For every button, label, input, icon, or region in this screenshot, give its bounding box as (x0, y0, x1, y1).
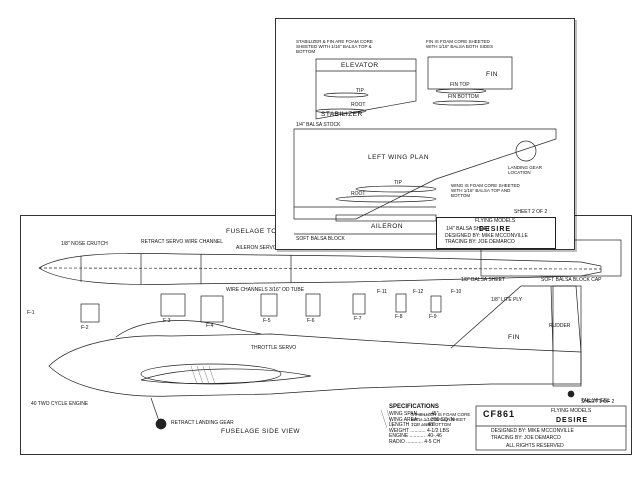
note-retract-servo: RETRACT SERVO WIRE CHANNEL (141, 239, 224, 245)
spec-row: WING AREA ........ 380 SQ IN (389, 416, 455, 423)
note-stabilizer: STABILIZER IS FOAM CORE WITH 1/16" BALSA… (411, 412, 471, 428)
fuselage-drawing (38, 239, 627, 451)
spec-row: LENGTH ........... 48" (389, 422, 435, 428)
stabilizer-label: STABILIZER (321, 111, 363, 118)
title-designer: DESIGNED BY: MIKE McCONVILLE (491, 428, 574, 434)
former-f1: F-1 (27, 310, 35, 316)
title-sheet: SHEET 1 OF 2 (581, 399, 615, 405)
former-f5: F-5 (263, 318, 271, 324)
spec-row: WING SPAN ........ 45" (389, 411, 439, 417)
note-retract-gear: RETRACT LANDING GEAR (171, 420, 234, 426)
note-wire-channels: WIRE CHANNELS 3/16" OD TUBE (226, 287, 305, 293)
title2-designer: DESIGNED BY: MIKE McCONVILLE (445, 233, 528, 239)
wing-root-label: ROOT (351, 191, 366, 197)
plan-number: CF861 (483, 409, 516, 419)
note-nose-crutch: 1/8" NOSE CRUTCH (61, 241, 108, 247)
note-throttle-servo: THROTTLE SERVO (251, 345, 297, 351)
fin-outline (427, 56, 513, 90)
former-f12: F-12 (413, 289, 424, 295)
elevator-label: ELEVATOR (341, 62, 379, 69)
fin-label: FIN (486, 71, 498, 78)
note-engine: 40 TWO CYCLE ENGINE (31, 401, 89, 407)
fin-outline (450, 285, 582, 353)
note-fin: FIN IS FOAM CORE SHEETED WITH 1/16" BALS… (426, 39, 494, 50)
note-lite-ply: 1/8" LITE PLY (491, 297, 523, 303)
rudder-label: RUDDER (549, 323, 571, 329)
top-view-label: FUSELAGE TOP VIEW (226, 228, 303, 235)
stab-root-label: ROOT (351, 102, 366, 108)
former-f11: F-11 (377, 289, 387, 295)
title-block-2: FLYING MODELS DESIRE DESIGNED BY: MIKE M… (436, 217, 556, 249)
wing-plan-label: LEFT WING PLAN (368, 154, 430, 161)
note-balsa-sheet: 1/4" BALSA SHEET (446, 226, 491, 232)
wing-tip-label: TIP (394, 180, 402, 186)
former-f4: F-4 (206, 323, 214, 329)
title2-sheet: SHEET 2 OF 2 (514, 209, 548, 215)
wing-outline (293, 128, 557, 220)
side-view-outline (48, 333, 582, 397)
stabilizer-outline (315, 58, 417, 120)
note-balsa-stock: 1/4" BALSA STOCK (296, 122, 341, 128)
former-f10: F-10 (451, 289, 462, 295)
spec-row: WEIGHT ........... 4-1/2 LBS (389, 427, 450, 434)
specifications-list: WING SPAN ........ 45" WING AREA .......… (389, 411, 455, 445)
former-f7: F-7 (354, 316, 362, 322)
aileron-label: AILERON (371, 223, 404, 230)
former-f9: F-9 (429, 314, 437, 320)
title-tracer: TRACING BY: JOE DeMARCO (491, 435, 561, 441)
specifications-heading: SPECIFICATIONS (389, 404, 439, 410)
title2-brand: FLYING MODELS (475, 218, 516, 224)
side-view-label: FUSELAGE SIDE VIEW (221, 428, 301, 435)
former-f3: F-3 (163, 318, 171, 324)
fin-label: FIN (508, 334, 520, 341)
note-stab: STABILIZER & FIN ARE FOAM CORE SHEETED W… (296, 39, 373, 55)
former-f8: F-8 (395, 314, 403, 320)
spec-row: ENGINE ........... .40-.46 (389, 433, 442, 439)
note-soft-balsa: SOFT BALSA BLOCK (296, 236, 345, 242)
wing-tail-drawing (293, 56, 557, 235)
former-f6: F-6 (307, 318, 315, 324)
former-f2: F-2 (81, 325, 89, 331)
title2-name: DESIRE (479, 226, 512, 233)
note-tail-wheel: TAIL WHEEL (581, 398, 611, 404)
landing-gear-label: LANDING GEAR LOCATION (508, 165, 543, 176)
note-soft-balsa: SOFT BALSA BLOCK CAP (541, 277, 602, 283)
note-wing: WING IS FOAM CORE SHEETED WITH 1/16" BAL… (451, 183, 520, 199)
spec-row: RADIO ............ 4-5 CH (389, 438, 441, 445)
note-balsa-sheet: 1/8" BALSA SHEET (461, 277, 506, 283)
title-rights: ALL RIGHTS RESERVED (506, 443, 564, 449)
plan-sheet-1: FUSELAGE TOP VIEW FUSELAGE SIDE VIEW FIN… (20, 215, 632, 455)
fin-top-label: FIN TOP (450, 82, 470, 88)
title-name: DESIRE (556, 417, 589, 424)
fin-bottom-label: FIN BOTTOM (448, 94, 479, 100)
title-brand: FLYING MODELS (551, 408, 592, 414)
title2-tracer: TRACING BY: JOE DeMARCO (445, 239, 515, 245)
plan-sheet-2: ELEVATOR TIP ROOT STABILIZER FIN FIN TOP… (275, 18, 575, 250)
stab-tip-label: TIP (356, 88, 364, 94)
